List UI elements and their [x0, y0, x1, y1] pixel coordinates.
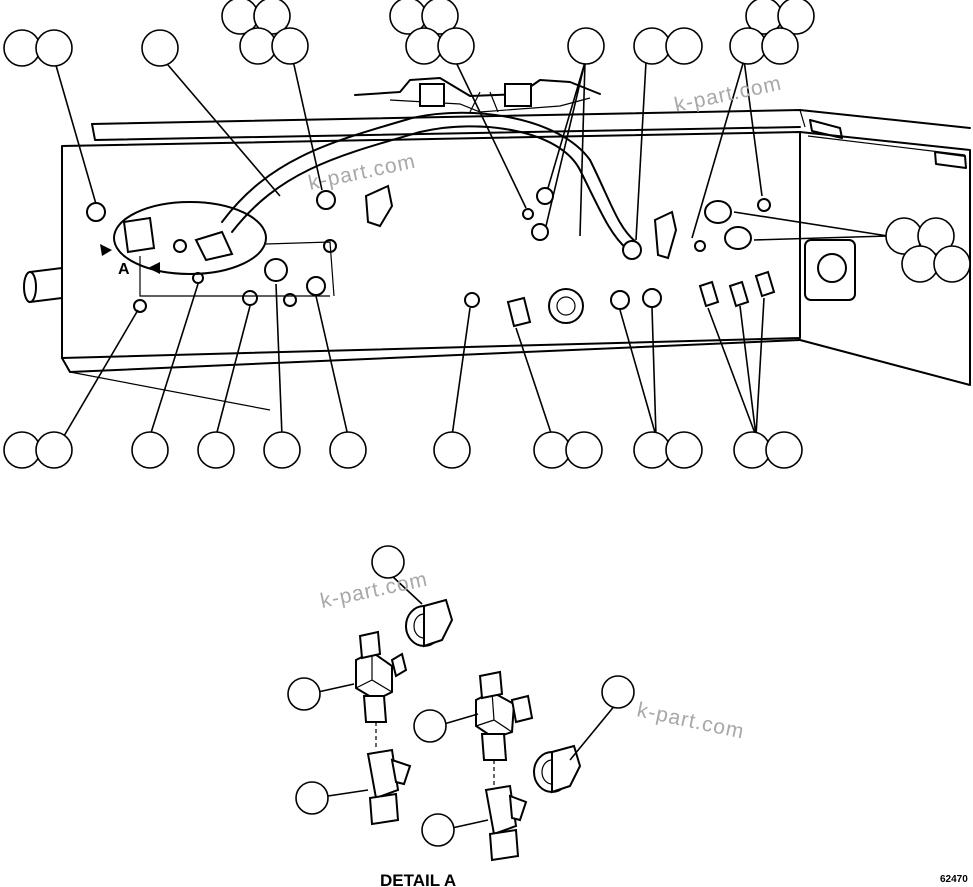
watermark-3: k-part.com — [318, 568, 430, 613]
detail-title: DETAIL A — [380, 871, 456, 887]
callouts-top — [3, 0, 971, 283]
detail-a-parts — [287, 545, 635, 862]
detail-marker-label: A — [118, 261, 130, 278]
figure-number: 62470 — [940, 874, 968, 885]
watermark-4: k-part.com — [635, 698, 747, 743]
leader-lines — [54, 55, 889, 437]
callouts-bottom — [3, 431, 803, 469]
hydraulic-hose — [221, 111, 637, 251]
watermark-1: k-part.com — [306, 150, 418, 195]
panel-fittings — [86, 184, 776, 328]
panel-assembly — [23, 109, 971, 411]
detail-a-area: A — [100, 201, 335, 297]
top-hinges — [354, 77, 967, 169]
